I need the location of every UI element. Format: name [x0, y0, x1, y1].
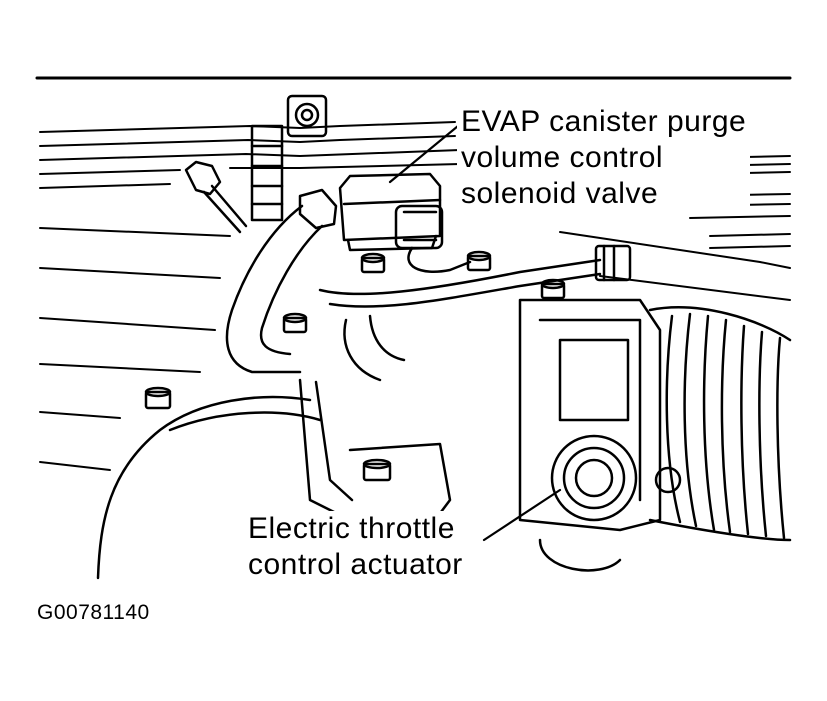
evap-solenoid-valve [298, 172, 444, 252]
dipstick [184, 160, 248, 234]
evap-label-line-3: solenoid valve [461, 177, 659, 210]
bolt [362, 458, 392, 482]
leader-lines [388, 124, 562, 542]
vacuum-hoses [225, 204, 602, 382]
bolt [282, 312, 308, 334]
etc-label-line-2: control actuator [248, 548, 463, 581]
bolts [144, 250, 566, 482]
air-intake-duct [648, 306, 792, 542]
figure-code: G00781140 [37, 601, 150, 624]
throttle-actuator-label: Electric throttle control actuator [244, 511, 467, 583]
evap-label-line-1: EVAP canister purge [461, 105, 747, 138]
etc-label-line-1: Electric throttle [248, 512, 455, 545]
bolt [144, 386, 172, 410]
bolt [360, 252, 386, 274]
evap-label-line-2: volume control [461, 141, 664, 174]
evap-solenoid-label: EVAP canister purge volume control solen… [457, 104, 751, 212]
bolt [466, 250, 492, 272]
top-bracket [250, 94, 328, 222]
bolt [540, 278, 566, 300]
hose-connector [594, 244, 632, 282]
throttle-body [518, 298, 662, 572]
